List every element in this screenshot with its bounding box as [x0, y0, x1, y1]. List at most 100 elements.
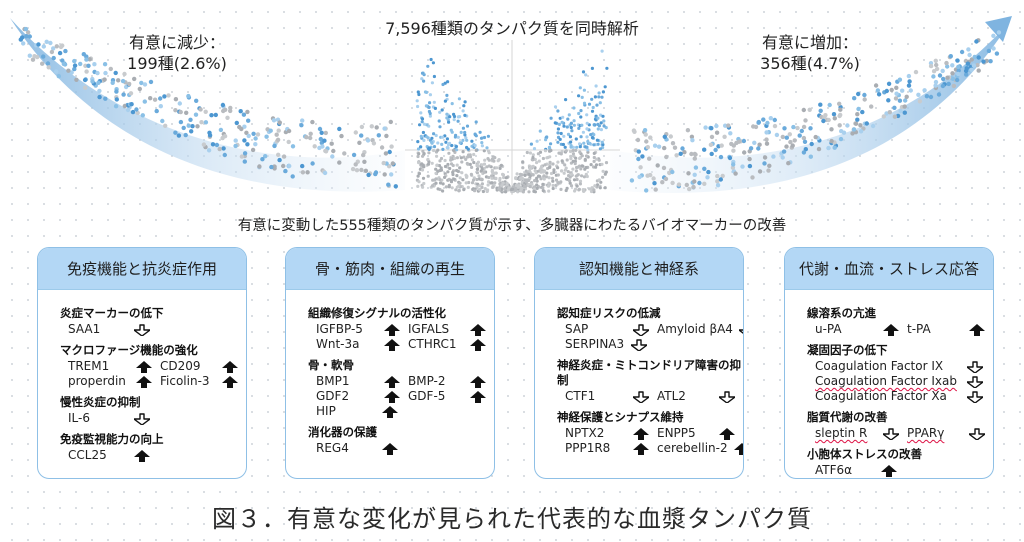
volcano-dot	[548, 160, 552, 164]
protein-row: Coagulation Factor Xa	[807, 389, 993, 404]
volcano-dot	[565, 125, 569, 129]
volcano-dot	[436, 169, 440, 173]
increase-dot	[884, 88, 889, 94]
volcano-dot	[480, 163, 484, 167]
increase-dot	[862, 97, 867, 102]
increase-dot	[676, 182, 682, 187]
increase-dot	[886, 81, 892, 87]
volcano-dot	[543, 149, 548, 153]
increase-dot	[818, 108, 823, 114]
decrease-dot	[268, 128, 273, 133]
volcano-dot	[596, 127, 600, 131]
volcano-dot	[416, 147, 421, 151]
volcano-dot	[571, 148, 575, 153]
volcano-dot	[566, 117, 570, 121]
increase-dot	[934, 66, 940, 72]
decreased-summary: 有意に減少： 199種(2.6%)	[102, 32, 252, 74]
increase-dot	[693, 165, 699, 170]
decrease-dot	[173, 130, 178, 135]
increase-dot	[851, 127, 857, 132]
increase-dot	[838, 107, 843, 112]
section-title: 炎症マーカーの低下	[60, 306, 164, 320]
increase-dot	[981, 59, 986, 64]
decrease-dot	[74, 77, 79, 83]
card-title: 免疫機能と抗炎症作用	[38, 248, 246, 290]
increase-dot	[937, 73, 943, 78]
volcano-dot	[450, 186, 454, 190]
decrease-dot	[353, 162, 358, 167]
volcano-dot	[468, 162, 472, 166]
decrease-dot	[234, 120, 239, 126]
volcano-dot	[577, 188, 581, 192]
decrease-dot	[110, 80, 115, 86]
decrease-dot	[308, 135, 313, 141]
protein-name: HIP	[316, 404, 336, 418]
decrease-dot	[361, 152, 366, 158]
increase-dot	[902, 110, 907, 115]
volcano-dot	[465, 138, 469, 142]
increase-dot	[757, 169, 763, 174]
volcano-dot	[579, 167, 583, 171]
increase-dot	[892, 114, 898, 119]
increase-dot	[692, 172, 697, 177]
increase-dot	[674, 153, 679, 158]
decrease-dot	[246, 133, 251, 139]
decrease-dot	[376, 133, 381, 138]
volcano-dot	[546, 184, 550, 188]
arrow-up-icon	[384, 338, 400, 351]
decrease-dot	[108, 66, 114, 72]
volcano-dot	[417, 152, 421, 156]
volcano-dot	[421, 176, 426, 180]
increase-dot	[733, 171, 738, 176]
volcano-dot	[434, 167, 438, 171]
arrow-down-icon	[630, 338, 648, 352]
decrease-dot	[228, 108, 233, 114]
volcano-dot	[599, 180, 603, 184]
volcano-dot	[590, 136, 595, 140]
increase-dot	[801, 107, 806, 113]
volcano-dot	[452, 114, 457, 119]
volcano-dot	[535, 161, 539, 165]
volcano-dot	[479, 136, 484, 140]
volcano-dot	[544, 138, 548, 142]
decrease-dot	[183, 132, 188, 138]
volcano-dot	[491, 185, 495, 189]
increase-dot	[826, 145, 831, 151]
protein-row: SAA1	[60, 322, 246, 337]
increase-dot	[838, 112, 843, 118]
increase-dot	[637, 174, 642, 180]
decrease-dot	[371, 141, 377, 146]
increase-dot	[856, 91, 861, 97]
increase-dot	[856, 106, 861, 112]
increase-dot	[668, 134, 673, 139]
increase-dot	[740, 164, 745, 169]
protein-item: CTHRC1	[400, 337, 486, 352]
decrease-dot	[337, 126, 342, 132]
increase-dot	[629, 178, 635, 183]
volcano-dot	[578, 182, 583, 186]
protein-row: Coagulation Factor IX	[807, 359, 993, 374]
increase-dot	[643, 132, 648, 137]
volcano-dot	[464, 157, 468, 161]
protein-item: REG4	[308, 441, 398, 456]
increase-dot	[781, 149, 787, 154]
increase-dot	[656, 144, 662, 149]
decrease-dot	[177, 101, 182, 106]
volcano-dot	[507, 186, 511, 190]
volcano-dot	[440, 142, 444, 146]
decrease-dot	[363, 168, 369, 173]
decrease-dot	[389, 144, 394, 149]
volcano-dot	[461, 150, 465, 154]
decrease-dot	[362, 159, 367, 164]
volcano-dot	[459, 130, 463, 134]
volcano-dot	[482, 135, 487, 140]
increase-dot	[964, 72, 969, 77]
volcano-dot	[604, 161, 609, 165]
increase-dot	[718, 154, 724, 160]
volcano-dot	[548, 155, 552, 159]
increase-dot	[686, 171, 691, 176]
arrow-up-icon	[733, 442, 743, 455]
volcano-dot	[579, 109, 583, 113]
volcano-dot	[577, 111, 581, 116]
volcano-dot	[524, 180, 529, 184]
